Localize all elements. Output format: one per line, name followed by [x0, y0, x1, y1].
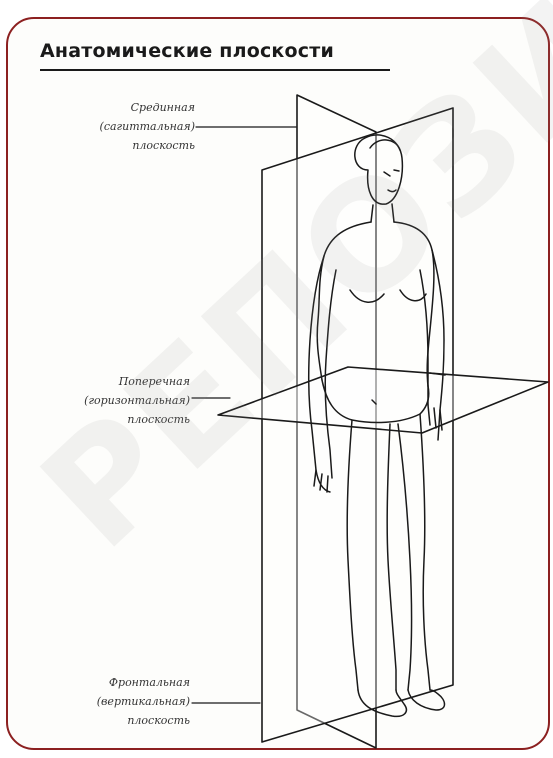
- frontal-plane-label: Фронтальная (вертикальная) плоскость: [40, 673, 190, 730]
- frontal-label-line-3: плоскость: [40, 711, 190, 730]
- transverse-plane-label: Поперечная (горизонтальная) плоскость: [20, 372, 190, 429]
- sagittal-label-line-2: (сагиттальная): [40, 117, 195, 136]
- sagittal-label-line-1: Срединная: [40, 98, 195, 117]
- sagittal-label-line-3: плоскость: [40, 136, 195, 155]
- transverse-label-line-2: (горизонтальная): [20, 391, 190, 410]
- transverse-label-line-1: Поперечная: [20, 372, 190, 391]
- frontal-label-line-2: (вертикальная): [40, 692, 190, 711]
- transverse-label-line-3: плоскость: [20, 410, 190, 429]
- sagittal-plane-label: Срединная (сагиттальная) плоскость: [40, 98, 195, 155]
- frontal-label-line-1: Фронтальная: [40, 673, 190, 692]
